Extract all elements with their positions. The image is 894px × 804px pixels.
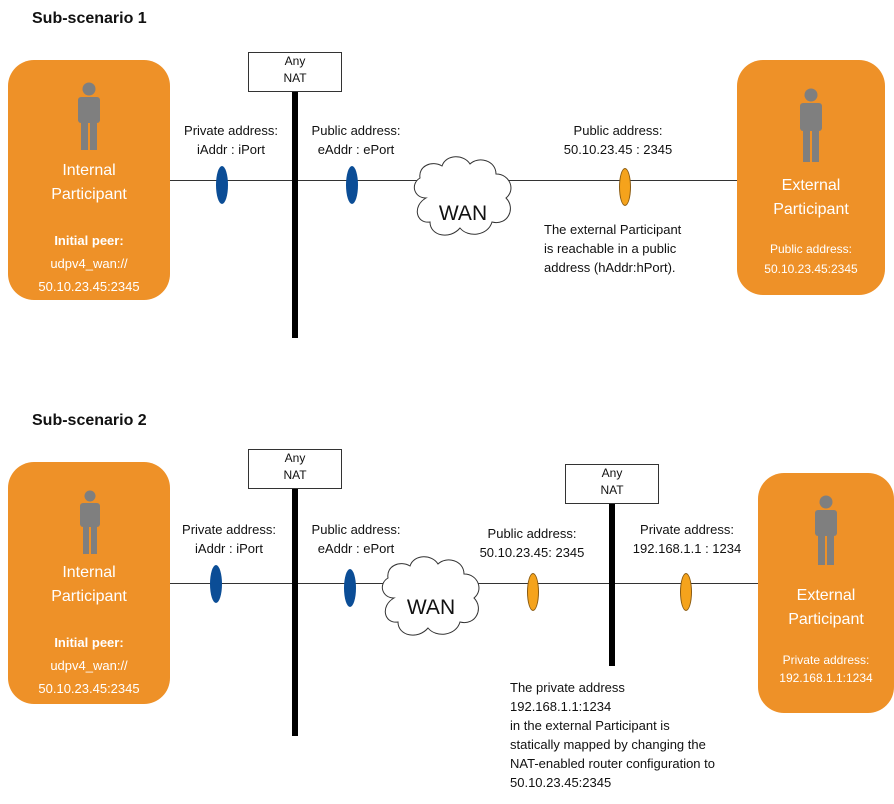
scenario1-internal-participant: Internal Participant Initial peer: udpv4… xyxy=(8,60,170,300)
scenario2-public-port xyxy=(344,569,356,607)
public-label-line2: eAddr : ePort xyxy=(317,142,395,157)
scenario2-nat-box-left: Any NAT xyxy=(248,449,342,489)
nat-line2: NAT xyxy=(283,71,307,85)
scenario1-note: The external Participant is reachable in… xyxy=(544,220,681,277)
scenario2-private-address-label-right: Private address: 192.168.1.1 : 1234 xyxy=(617,520,757,558)
note-line6: 50.10.23.45:2345 xyxy=(510,775,612,790)
external-addr-line2: 50.10.23.45:2345 xyxy=(764,262,858,276)
private-label-line1: Private address: xyxy=(182,522,276,537)
nat-line2: NAT xyxy=(283,468,307,482)
scenario2-internal-participant: Internal Participant Initial peer: udpv4… xyxy=(8,462,170,704)
scenario2-note: The private address 192.168.1.1:1234 in … xyxy=(510,678,715,792)
external-addr-line1: Private address: xyxy=(782,653,870,667)
scenario1-wan-label: WAN xyxy=(438,202,488,225)
nat-line1: Any xyxy=(601,466,623,480)
internal-name-line2: Participant xyxy=(51,186,127,203)
nat-line1: Any xyxy=(284,54,306,68)
public-label-line2: eAddr : ePort xyxy=(317,541,395,556)
person-icon xyxy=(80,490,100,554)
external-addr-line2: 192.168.1.1:1234 xyxy=(779,671,873,685)
internal-name-line1: Internal xyxy=(62,162,116,179)
note-line3: in the external Participant is xyxy=(510,718,670,733)
private-right-line1: Private address: xyxy=(640,522,734,537)
person-icon xyxy=(800,88,822,162)
initial-peer-line1: udpv4_wan:// xyxy=(50,256,128,271)
scenario1-public-port xyxy=(346,166,358,204)
scenario2-external-port xyxy=(680,573,692,611)
scenario1-title: Sub-scenario 1 xyxy=(32,10,147,27)
scenario2-external-participant: External Participant Private address: 19… xyxy=(758,473,894,713)
scenario2-private-address-label: Private address: iAddr : iPort xyxy=(170,520,288,558)
initial-peer-line2: 50.10.23.45:2345 xyxy=(38,279,140,294)
scenario1-external-participant: External Participant Public address: 50.… xyxy=(737,60,885,295)
initial-peer-title: Initial peer: xyxy=(54,635,124,650)
scenario2-title: Sub-scenario 2 xyxy=(32,412,147,429)
ext-public-line2: 50.10.23.45 : 2345 xyxy=(563,142,673,157)
scenario2-public-address-label-right: Public address: 50.10.23.45: 2345 xyxy=(462,524,602,562)
nat-line1: Any xyxy=(284,451,306,465)
scenario2-public-address-label: Public address: eAddr : ePort xyxy=(300,520,412,558)
private-label-line1: Private address: xyxy=(184,123,278,138)
scenario1-external-port xyxy=(619,168,631,206)
note-line3: address (hAddr:hPort). xyxy=(544,260,676,275)
note-line2: 192.168.1.1:1234 xyxy=(510,699,612,714)
nat-line2: NAT xyxy=(600,483,624,497)
note-line5: NAT-enabled router configuration to xyxy=(510,756,715,771)
person-icon xyxy=(78,82,100,150)
public-right-line2: 50.10.23.45: 2345 xyxy=(479,545,585,560)
initial-peer-line1: udpv4_wan:// xyxy=(50,658,128,673)
scenario2-wan-label: WAN xyxy=(406,596,456,619)
scenario1-private-port xyxy=(216,166,228,204)
person-icon xyxy=(815,495,837,565)
scenario1-nat-barrier xyxy=(292,90,298,338)
public-label-line1: Public address: xyxy=(311,522,401,537)
note-line1: The private address xyxy=(510,680,625,695)
external-name-line1: External xyxy=(781,177,841,194)
scenario1-nat-box: Any NAT xyxy=(248,52,342,92)
scenario2-nat-box-right: Any NAT xyxy=(565,464,659,504)
scenario1-public-address-label: Public address: eAddr : ePort xyxy=(300,121,412,159)
internal-name-line1: Internal xyxy=(62,564,116,581)
internal-name-line2: Participant xyxy=(51,588,127,605)
scenario2-nat-barrier-right xyxy=(609,504,615,666)
external-addr-line1: Public address: xyxy=(769,242,853,256)
note-line1: The external Participant xyxy=(544,222,682,237)
scenario2-nat-public-port xyxy=(527,573,539,611)
note-line4: statically mapped by changing the xyxy=(510,737,706,752)
scenario2-private-port xyxy=(210,565,222,603)
private-label-line2: iAddr : iPort xyxy=(195,541,263,556)
scenario2-nat-barrier-left xyxy=(292,488,298,736)
external-name-line2: Participant xyxy=(773,201,849,218)
public-right-line1: Public address: xyxy=(487,526,577,541)
external-name-line2: Participant xyxy=(788,611,864,628)
cloud-icon xyxy=(413,156,512,236)
public-label-line1: Public address: xyxy=(311,123,401,138)
cloud-icon xyxy=(381,556,480,636)
scenario1-external-public-label: Public address: 50.10.23.45 : 2345 xyxy=(548,121,688,159)
external-name-line1: External xyxy=(796,587,856,604)
scenario1-private-address-label: Private address: iAddr : iPort xyxy=(172,121,290,159)
private-label-line2: iAddr : iPort xyxy=(197,142,265,157)
note-line2: is reachable in a public xyxy=(544,241,677,256)
initial-peer-title: Initial peer: xyxy=(54,233,124,248)
initial-peer-line2: 50.10.23.45:2345 xyxy=(38,681,140,696)
private-right-line2: 192.168.1.1 : 1234 xyxy=(632,541,742,556)
ext-public-line1: Public address: xyxy=(573,123,663,138)
